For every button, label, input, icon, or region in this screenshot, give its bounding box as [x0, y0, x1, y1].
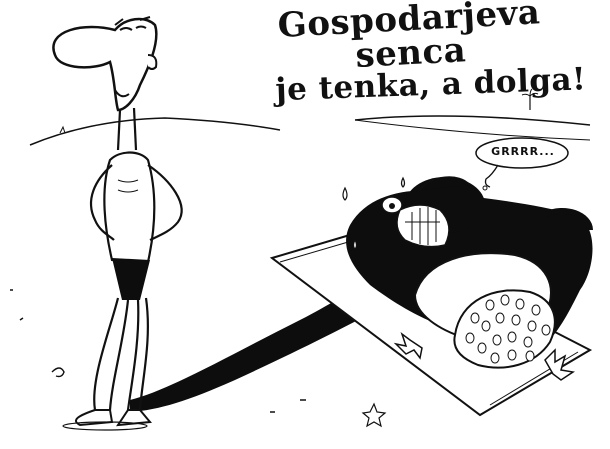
- speech-bubble-text: GRRRR...: [491, 145, 555, 158]
- dog-teeth-icon: [396, 204, 450, 248]
- master-left-arm: [90, 164, 115, 241]
- master-right-leg: [126, 297, 149, 411]
- dog-back-paw: [544, 348, 575, 381]
- dog-front-paw: [393, 331, 423, 360]
- horizon-right: [354, 115, 591, 126]
- dog: [342, 176, 593, 381]
- dune-right: [354, 119, 591, 141]
- beach-towel: [269, 230, 593, 417]
- tree-icon: [521, 88, 539, 110]
- master-figure: [52, 16, 183, 431]
- master-swimsuit: [112, 258, 150, 300]
- speech-bubble: [475, 137, 569, 191]
- dog-tail: [543, 208, 593, 231]
- starfish-icon: [361, 402, 387, 428]
- master-shadow: [130, 282, 395, 412]
- master-left-leg: [93, 297, 130, 411]
- sweat-drop-icon: [342, 186, 348, 201]
- horizon-left: [29, 117, 281, 146]
- master-head: [52, 17, 158, 112]
- master-right-foot: [116, 409, 152, 427]
- cartoon-caption: Gospodarjeva senca je tenka, a dolga!: [239, 0, 590, 108]
- sweat-drop-icon: [352, 238, 358, 250]
- sweat-drop-icon: [400, 176, 406, 188]
- polka-dots: [465, 294, 551, 364]
- master-right-arm: [147, 164, 183, 241]
- small-sprout-icon: [59, 125, 66, 134]
- shell-icon: [51, 367, 65, 378]
- master-torso: [103, 151, 156, 264]
